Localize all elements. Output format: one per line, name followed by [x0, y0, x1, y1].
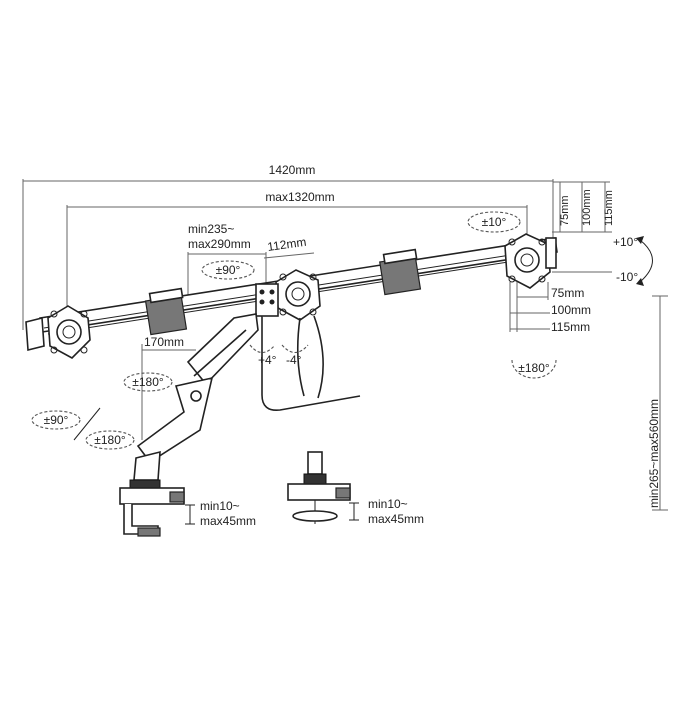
vesa-bottom-100: 100mm	[551, 303, 591, 317]
height-range-label: min265~max560mm	[647, 399, 661, 508]
center-offset-line2: max290mm	[188, 237, 251, 251]
gas-spring-arm	[133, 313, 259, 481]
base-rotate-label: ±90°	[44, 413, 69, 427]
tilt-right-label: ±10°	[482, 215, 507, 229]
grommet-thickness-line1: min10~	[368, 497, 408, 511]
swivel-right-indicator: ±180°	[511, 359, 557, 379]
vesa-bottom-115: 115mm	[551, 320, 590, 334]
vesa-right-100: 100mm	[581, 189, 593, 226]
center-bracket: +4° -4°	[249, 283, 361, 412]
center-rotate-indicator: ±90°	[201, 260, 255, 280]
clamp-thickness-line1: min10~	[200, 499, 240, 513]
grommet-thickness-line2: max45mm	[368, 512, 424, 526]
max-span-dimension: max1320mm	[66, 190, 528, 310]
vesa-plate-right	[504, 233, 557, 289]
vesa-right-115: 115mm	[603, 190, 615, 226]
arm-segment-dimension: 170mm	[141, 335, 196, 440]
tilt-up-label: +10°	[613, 235, 638, 249]
joint-offset-label: 112mm	[266, 235, 307, 254]
vesa-plate-left	[47, 305, 91, 359]
grommet-mount: min10~ max45mm	[287, 451, 424, 526]
desk-clamp: min10~ max45mm	[119, 479, 256, 537]
vesa-right-vertical-dimensions: 75mm 100mm 115mm	[552, 181, 615, 273]
tilt-plus-label: +4°	[258, 353, 277, 367]
joint-offset-dimension: 112mm	[263, 235, 315, 259]
tilt-minus-label: -4°	[286, 353, 302, 367]
center-rotate-label: ±90°	[216, 263, 241, 277]
tilt-updown-indicator: +10° -10°	[613, 235, 653, 286]
clamp-thickness-line2: max45mm	[200, 514, 256, 528]
overall-width-dimension: 1420mm	[22, 163, 554, 330]
swivel-right-label: ±180°	[518, 361, 550, 375]
vesa-bottom-horizontal-dimensions: 75mm 100mm 115mm	[509, 282, 591, 334]
vesa-bottom-75: 75mm	[551, 286, 584, 300]
tilt-right-indicator: ±10°	[467, 211, 521, 233]
overall-width-label: 1420mm	[269, 163, 316, 177]
base-angle-indicators: ±90° ±180°	[31, 407, 135, 450]
vesa-right-75: 75mm	[559, 195, 571, 226]
max-span-label: max1320mm	[265, 190, 334, 204]
arm-swivel-label: ±180°	[132, 375, 164, 389]
arm-segment-label: 170mm	[144, 335, 184, 349]
arm-swivel-indicator: ±180°	[123, 372, 173, 392]
vesa-plate-center	[275, 269, 321, 321]
tilt-down-label: -10°	[616, 270, 638, 284]
base-swivel-label: ±180°	[94, 433, 126, 447]
center-offset-line1: min235~	[188, 222, 234, 236]
height-dimension: min265~max560mm	[647, 295, 668, 511]
